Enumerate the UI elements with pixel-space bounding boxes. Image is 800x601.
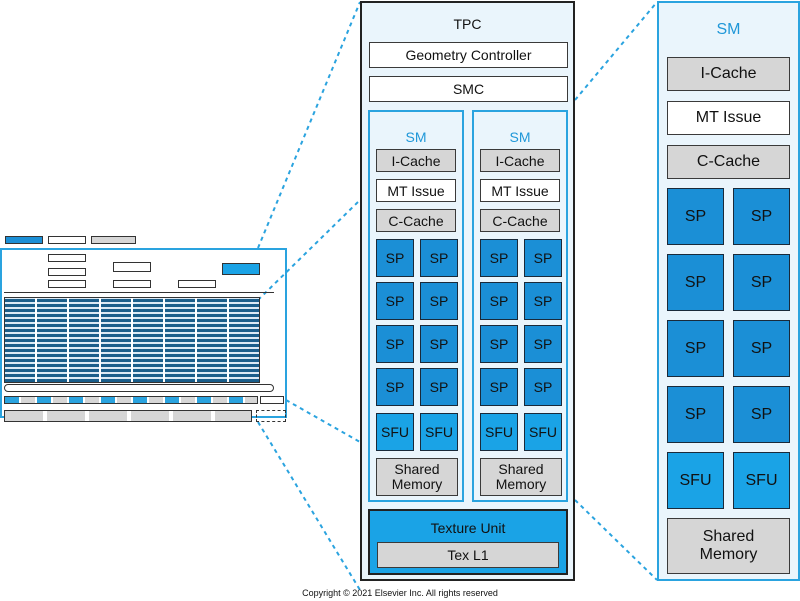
overview-block [113, 280, 151, 288]
sp-unit: SP [376, 239, 414, 277]
overview-memory-block [260, 396, 284, 404]
icache: I-Cache [376, 149, 456, 172]
tpc-panel: TPC Geometry Controller SMC SM I-Cache M… [360, 1, 575, 581]
geometry-controller: Geometry Controller [369, 42, 568, 68]
overview-tpc-row [4, 297, 260, 383]
sm-panel-1: SM I-Cache MT Issue C-Cache SP SP SP SP … [368, 110, 464, 502]
shared-memory: Shared Memory [667, 518, 790, 574]
gpu-overview [0, 230, 290, 430]
mt-issue: MT Issue [376, 179, 456, 202]
overview-block [48, 254, 86, 262]
overview-block [48, 280, 86, 288]
overview-block [178, 280, 216, 288]
overview-memory-row [4, 396, 258, 404]
mt-issue: MT Issue [667, 101, 790, 135]
sp-unit: SP [524, 368, 562, 406]
tpc-title: TPC [453, 16, 482, 32]
sp-unit: SP [733, 386, 790, 443]
ccache: C-Cache [376, 209, 456, 232]
sfu-unit: SFU [376, 413, 414, 451]
shared-memory: Shared Memory [376, 458, 458, 496]
icache: I-Cache [667, 57, 790, 91]
sfu-unit: SFU [524, 413, 562, 451]
overview-accent-block [222, 263, 260, 275]
sfu-unit: SFU [420, 413, 458, 451]
sp-unit: SP [667, 320, 724, 377]
sp-unit: SP [420, 325, 458, 363]
sp-unit: SP [733, 188, 790, 245]
sp-unit: SP [376, 368, 414, 406]
sp-unit: SP [524, 325, 562, 363]
sp-unit: SP [420, 239, 458, 277]
smc: SMC [369, 76, 568, 102]
sp-unit: SP [480, 325, 518, 363]
sp-unit: SP [480, 282, 518, 320]
sp-unit: SP [524, 282, 562, 320]
sfu-unit: SFU [667, 452, 724, 509]
overview-block [48, 268, 86, 276]
sp-unit: SP [420, 282, 458, 320]
overview-block [48, 236, 86, 244]
copyright-notice: Copyright © 2021 Elsevier Inc. All right… [302, 588, 498, 598]
sp-unit: SP [733, 320, 790, 377]
sp-unit: SP [667, 386, 724, 443]
sp-unit: SP [376, 282, 414, 320]
sp-unit: SP [480, 239, 518, 277]
sp-unit: SP [524, 239, 562, 277]
sfu-unit: SFU [733, 452, 790, 509]
overview-dram-row [4, 410, 252, 422]
overview-dram-dotted [256, 410, 286, 422]
sfu-unit: SFU [480, 413, 518, 451]
sp-unit: SP [667, 188, 724, 245]
mt-issue: MT Issue [480, 179, 560, 202]
texture-unit-label: Texture Unit [430, 520, 506, 536]
overview-block [113, 262, 151, 272]
overview-bus [4, 384, 274, 392]
shared-memory: Shared Memory [480, 458, 562, 496]
sm-title: SM [716, 21, 741, 38]
tex-l1: Tex L1 [377, 542, 559, 568]
sp-unit: SP [420, 368, 458, 406]
sm-title: SM [509, 129, 531, 145]
icache: I-Cache [480, 149, 560, 172]
sp-unit: SP [376, 325, 414, 363]
texture-unit: Texture Unit Tex L1 [368, 509, 568, 575]
sm-panel-2: SM I-Cache MT Issue C-Cache SP SP SP SP … [472, 110, 568, 502]
sp-unit: SP [480, 368, 518, 406]
sm-title: SM [405, 129, 427, 145]
overview-host-block [5, 236, 43, 244]
overview-block [91, 236, 136, 244]
sm-detail-panel: SM I-Cache MT Issue C-Cache SP SP SP SP … [657, 1, 800, 581]
ccache: C-Cache [667, 145, 790, 179]
overview-bus [4, 292, 274, 296]
ccache: C-Cache [480, 209, 560, 232]
sp-unit: SP [667, 254, 724, 311]
sp-unit: SP [733, 254, 790, 311]
